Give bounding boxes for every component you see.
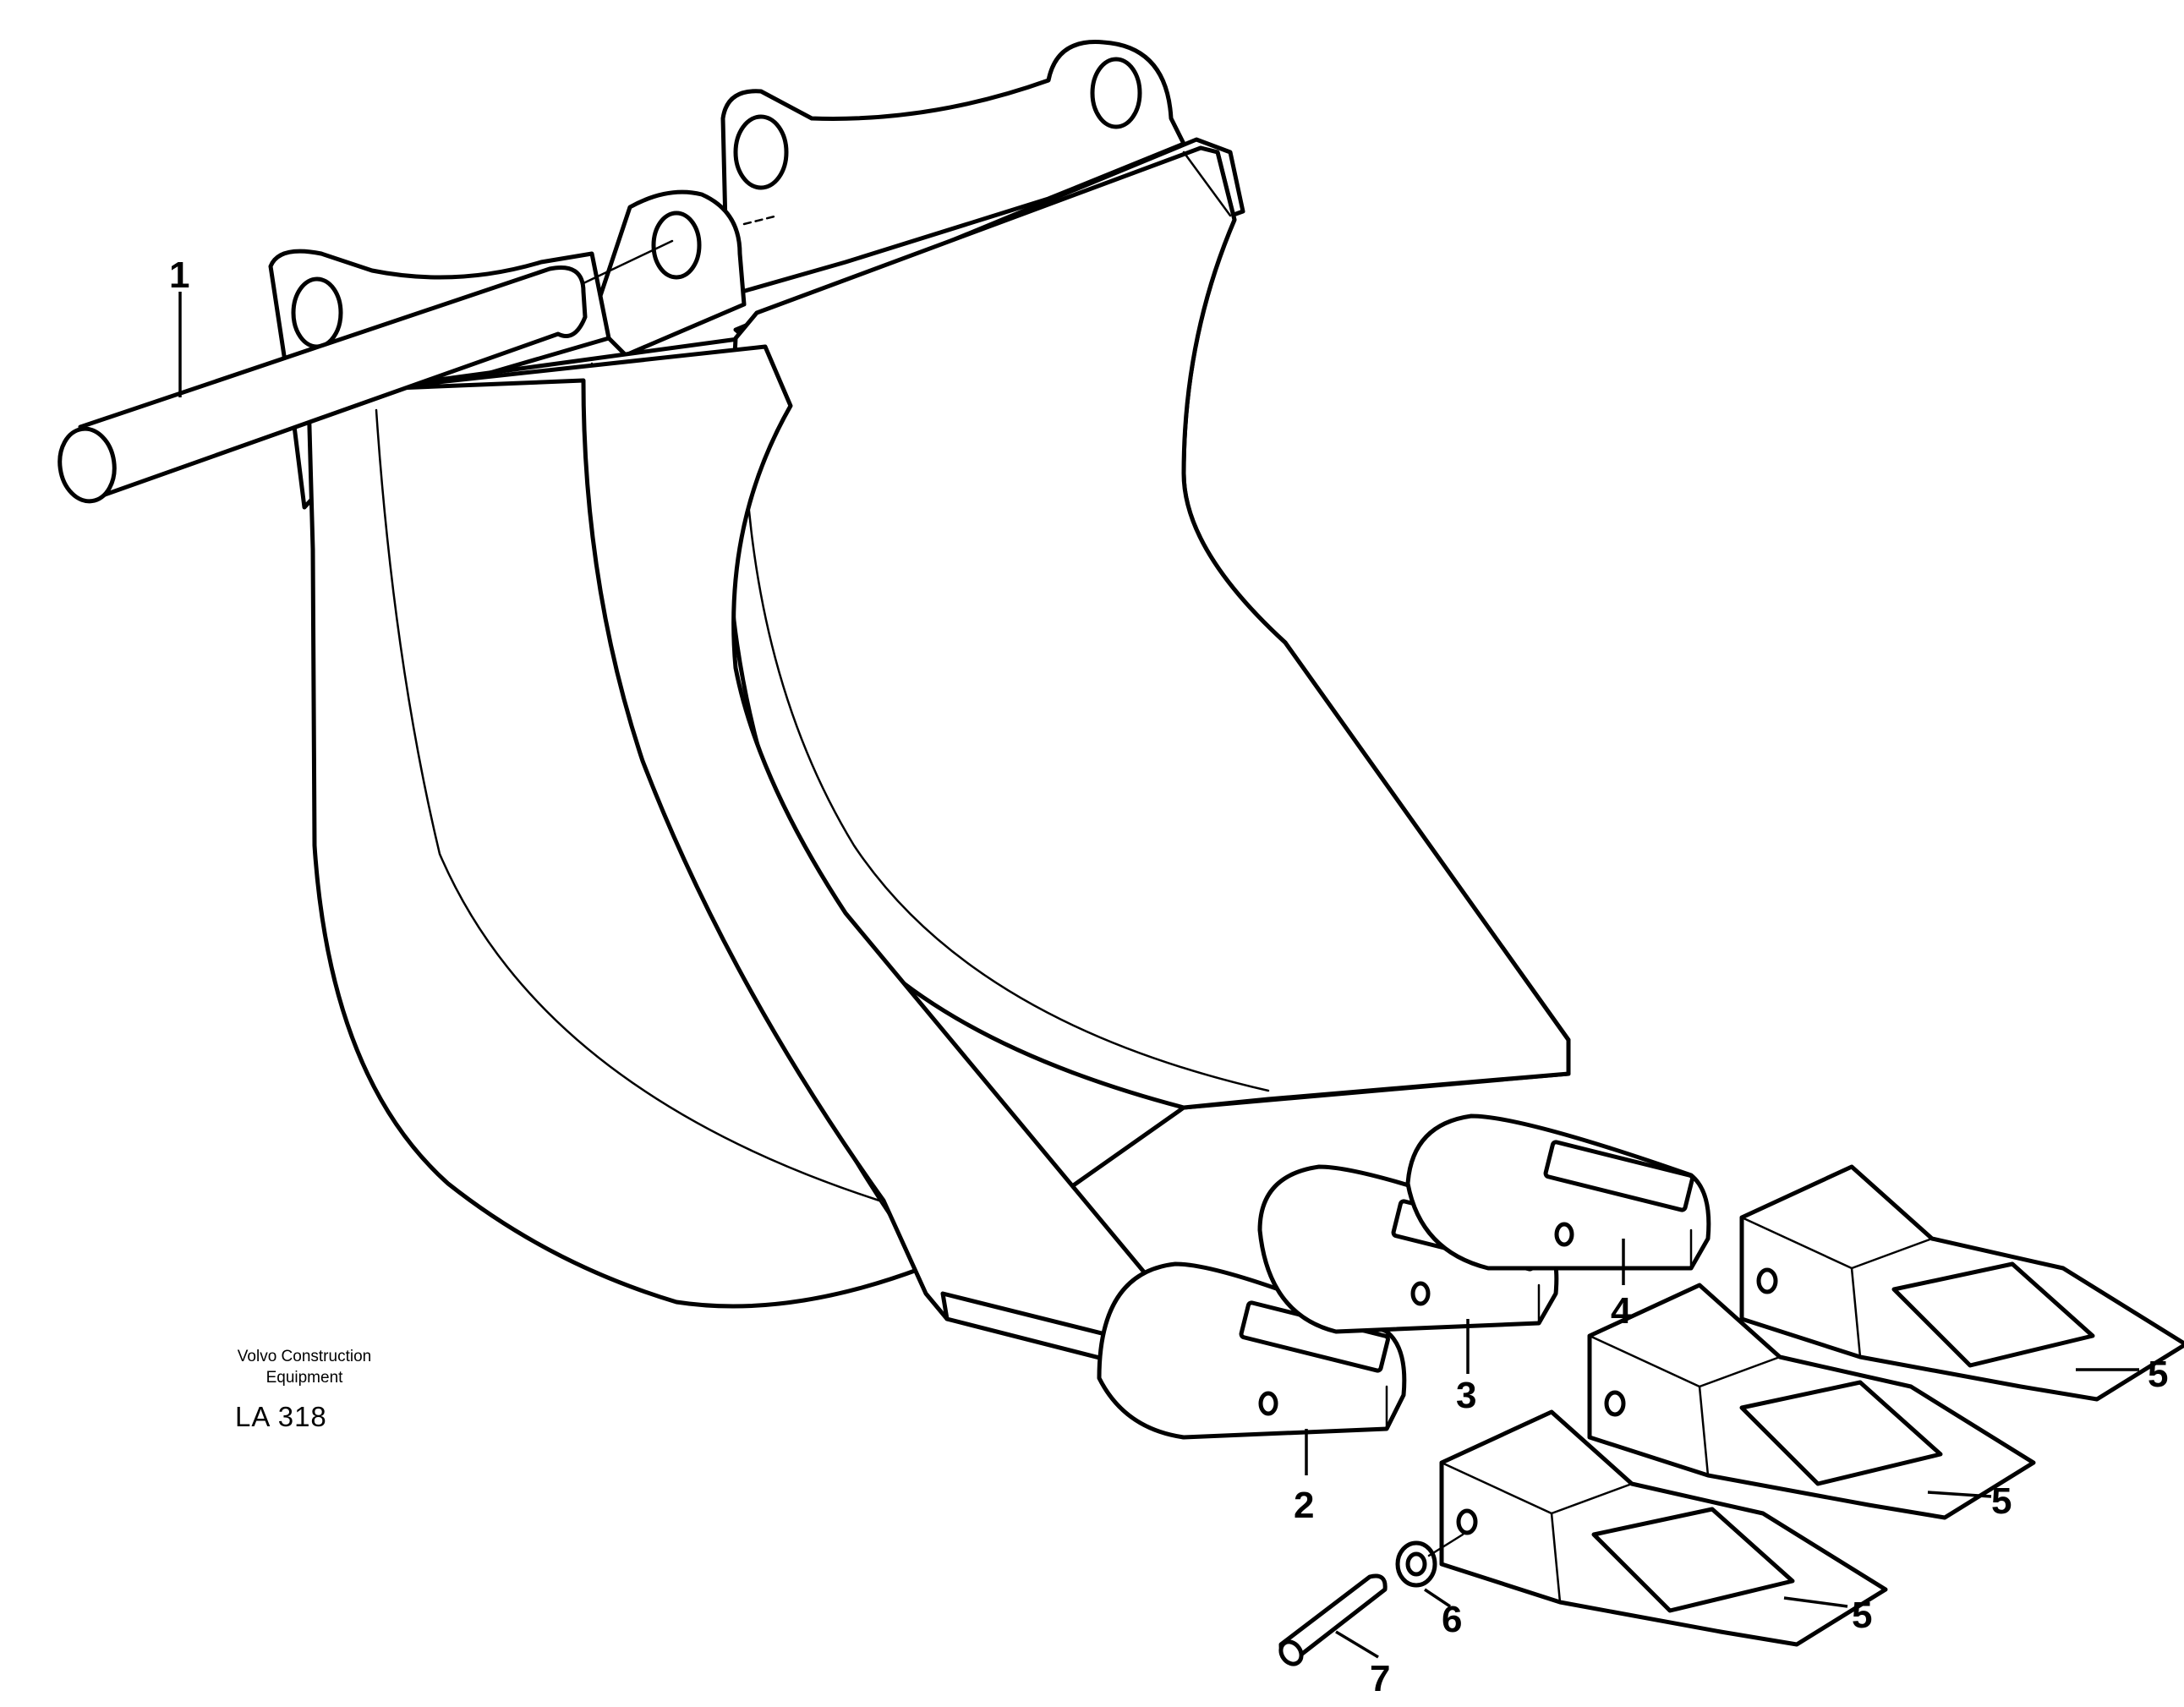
manufacturer-line-1: Volvo Construction — [237, 1348, 372, 1365]
retainer-washer — [1395, 1533, 1464, 1588]
rear-mounting-bracket — [720, 40, 1186, 298]
callout-5: 5 — [1852, 1595, 1872, 1636]
bucket-front-edge — [375, 408, 881, 1202]
callout-7: 7 — [1370, 1658, 1390, 1699]
callout-2: 2 — [1294, 1485, 1314, 1526]
callout-1: 1 — [169, 254, 189, 296]
pin-hole — [1090, 57, 1142, 129]
bucket-tooth-5 — [1587, 1283, 2036, 1520]
leader-line — [1424, 1588, 1451, 1608]
retaining-pin — [1278, 1573, 1388, 1666]
callout-4: 4 — [1611, 1290, 1632, 1332]
bucket-tooth-5 — [1439, 1409, 1888, 1647]
adapter-part-4 — [1405, 1113, 1711, 1271]
callout-5: 5 — [1991, 1480, 2012, 1522]
callout-6: 6 — [1442, 1599, 1462, 1640]
pin-hole — [291, 276, 343, 349]
leader-line — [1783, 1596, 1848, 1608]
centre-rib — [374, 344, 1165, 1372]
adapter-part-2 — [1097, 1261, 1407, 1440]
callout-5: 5 — [2148, 1354, 2168, 1395]
leader-line — [1335, 1630, 1379, 1659]
drawing-code: LA 318 — [235, 1401, 327, 1432]
leader-line — [1927, 1491, 1992, 1498]
callout-3: 3 — [1456, 1375, 1476, 1416]
manufacturer-caption: Volvo Construction Equipment — [182, 1346, 427, 1388]
bucket-tooth-5 — [1739, 1164, 2184, 1402]
shaft-end — [57, 426, 117, 504]
pin-hole — [651, 211, 702, 280]
manufacturer-line-2: Equipment — [265, 1369, 343, 1387]
pin-hole — [733, 114, 789, 190]
bucket-shaft — [78, 265, 588, 501]
